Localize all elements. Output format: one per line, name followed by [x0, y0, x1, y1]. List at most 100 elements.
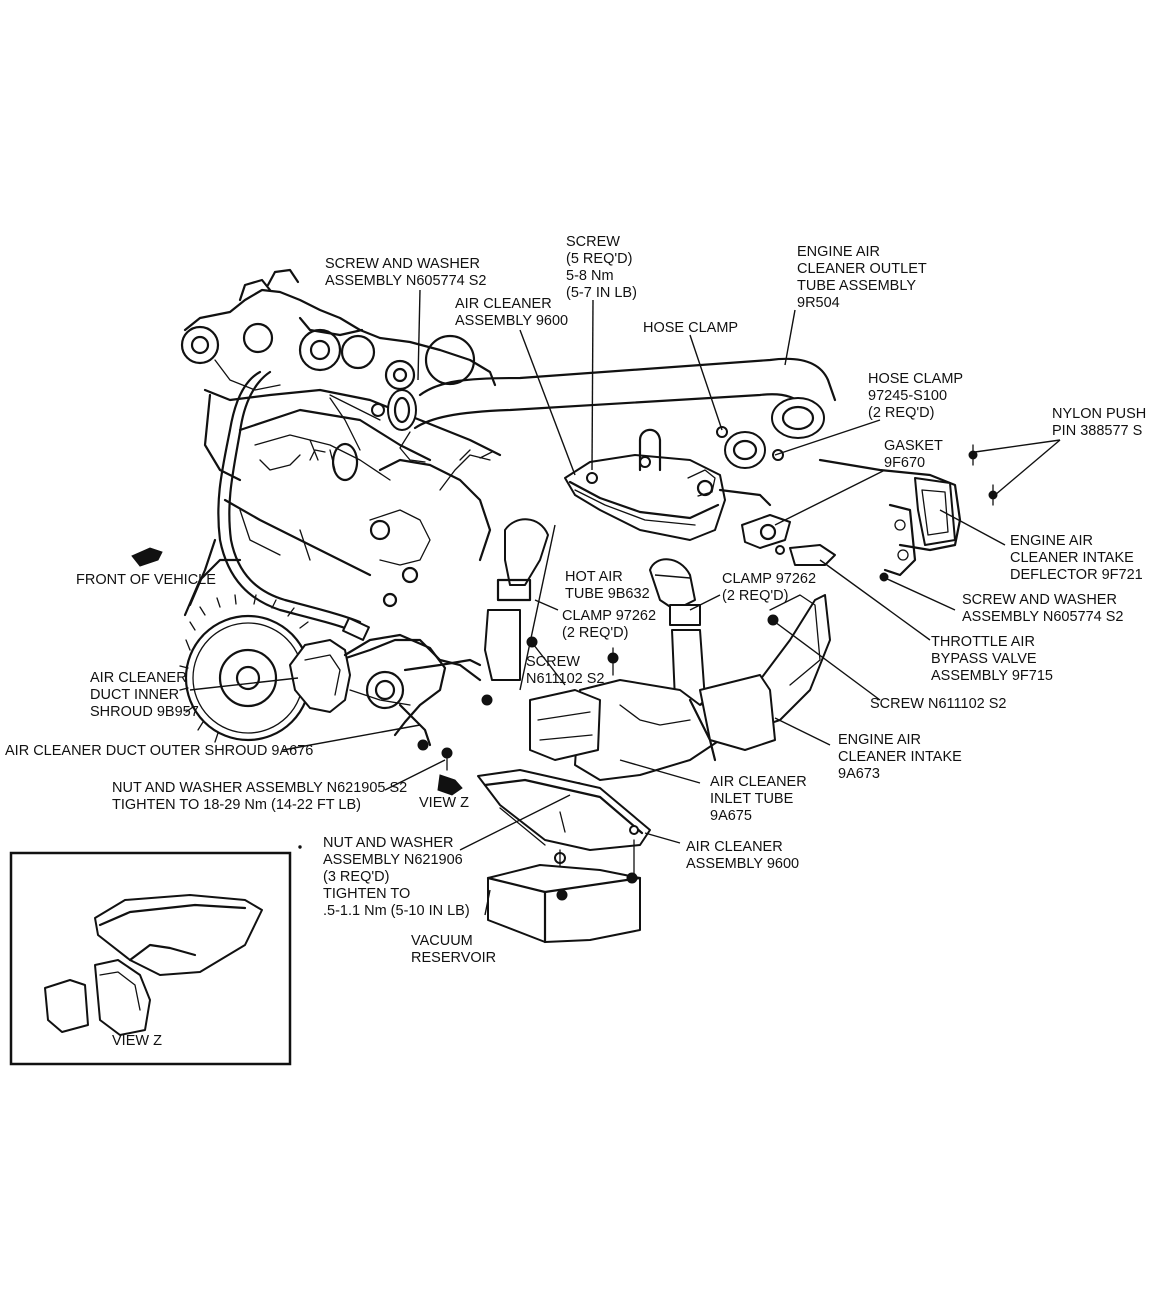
callout-line: AIR CLEANER [90, 670, 187, 686]
outlet-tube-drawing [329, 357, 837, 463]
duct-inner-shroud-drawing [289, 639, 351, 713]
callout-line: HOSE CLAMP [868, 371, 963, 387]
callout-intake-9a673: ENGINE AIR CLEANER INTAKE 9A673 [838, 732, 962, 782]
callout-line: ASSEMBLY 9600 [686, 856, 799, 872]
stray-dot [298, 845, 302, 849]
air-cleaner-tray-drawing [477, 769, 651, 891]
callout-gasket: GASKET 9F670 [884, 438, 943, 471]
callout-line: SCREW [526, 654, 580, 670]
front-of-vehicle-arrow-icon [131, 547, 163, 567]
hose-clamps-drawing [716, 426, 784, 469]
callout-inner-shroud: AIR CLEANER DUCT INNER SHROUD 9B957 [90, 670, 199, 720]
callout-nylon-push-pin: NYLON PUSH PIN 388577 S [1052, 406, 1146, 439]
callout-nut-washer-n621906: NUT AND WASHER ASSEMBLY N621906 (3 REQ'D… [323, 835, 470, 919]
callout-hose-clamp: HOSE CLAMP [643, 320, 738, 336]
callout-line: 9A675 [710, 808, 752, 824]
leader-lines [189, 289, 1061, 916]
callout-line: TIGHTEN TO [323, 886, 410, 902]
callout-inlet-tube: AIR CLEANER INLET TUBE 9A675 [710, 774, 807, 824]
callout-line: ASSEMBLY N605774 S2 [962, 609, 1123, 625]
callout-line: TUBE ASSEMBLY [797, 278, 916, 294]
callout-line: ASSEMBLY N621906 [323, 852, 463, 868]
callout-line: AIR CLEANER [710, 774, 807, 790]
callout-line: VIEW Z [112, 1033, 162, 1049]
callout-line: GASKET [884, 438, 943, 454]
callout-line: .5-1.1 Nm (5-10 IN LB) [323, 903, 470, 919]
callout-line: SCREW N611102 S2 [870, 696, 1006, 712]
callout-line: 5-8 Nm [566, 268, 614, 284]
callout-line: (2 REQ'D) [868, 405, 934, 421]
callout-clamp-97262-right: CLAMP 97262 (2 REQ'D) [722, 571, 816, 604]
callout-line: ASSEMBLY 9F715 [931, 668, 1053, 684]
callout-line: ASSEMBLY 9600 [455, 313, 568, 329]
callout-view-z-arrow: VIEW Z [419, 795, 469, 811]
callout-view-z-inset: VIEW Z [112, 1033, 162, 1049]
callout-screw-washer-right: SCREW AND WASHER ASSEMBLY N605774 S2 [962, 592, 1123, 625]
callout-line: VACUUM [411, 933, 473, 949]
callout-line: FRONT OF VEHICLE [76, 572, 216, 588]
callout-line: (2 REQ'D) [562, 625, 628, 641]
callout-throttle-air-bypass: THROTTLE AIR BYPASS VALVE ASSEMBLY 9F715 [931, 634, 1053, 684]
duct-outer-shroud-drawing [343, 633, 482, 771]
callout-outer-shroud: AIR CLEANER DUCT OUTER SHROUD 9A676 [5, 743, 313, 759]
callout-line: (3 REQ'D) [323, 869, 389, 885]
callout-line: 9R504 [797, 295, 840, 311]
svg-text:ASSEMBLY N605774 S2: ASSEMBLY N605774 S2 [325, 273, 486, 289]
callout-screw-n611102-right: SCREW N611102 S2 [870, 696, 1006, 712]
callout-line: SCREW [566, 234, 620, 250]
callout-line: 9F670 [884, 455, 925, 471]
callout-line: HOT AIR [565, 569, 623, 585]
callout-line: BYPASS VALVE [931, 651, 1037, 667]
view-z-arrow-icon [437, 774, 463, 796]
callout-air-cleaner-assy-bottom: AIR CLEANER ASSEMBLY 9600 [686, 839, 799, 872]
callout-line: NUT AND WASHER ASSEMBLY N621905 S2 [112, 780, 407, 796]
callout-front-of-vehicle: FRONT OF VEHICLE [76, 572, 216, 588]
callout-intake-deflector: ENGINE AIR CLEANER INTAKE DEFLECTOR 9F72… [1010, 533, 1143, 583]
callout-hot-air-tube: HOT AIR TUBE 9B632 [565, 569, 650, 602]
callout-line: PIN 388577 S [1052, 423, 1142, 439]
callout-screw-n611102-mid: SCREW N611102 S2 [526, 654, 604, 687]
callout-line: AIR CLEANER [455, 296, 552, 312]
callout-line: (5-7 IN LB) [566, 285, 637, 301]
svg-text:SCREW AND WASHER: SCREW AND WASHER [325, 256, 480, 272]
callout-line: ENGINE AIR [1010, 533, 1093, 549]
callout-line: HOSE CLAMP [643, 320, 738, 336]
callout-line: 97245-S100 [868, 388, 947, 404]
callout-line: CLEANER INTAKE [838, 749, 962, 765]
callout-line: NYLON PUSH [1052, 406, 1146, 422]
callout-air-cleaner-assy-top: AIR CLEANER ASSEMBLY 9600 [455, 296, 568, 329]
callout-line: ENGINE AIR [838, 732, 921, 748]
callout-line: DUCT INNER [90, 687, 179, 703]
callout-line: ENGINE AIR [797, 244, 880, 260]
deflector-drawing [818, 444, 998, 582]
callout-line: CLAMP 97262 [562, 608, 656, 624]
callout-line: SHROUD 9B957 [90, 704, 199, 720]
callout-line: CLAMP 97262 [722, 571, 816, 587]
bypass-valve-drawing [741, 514, 836, 566]
callout-line: CLEANER INTAKE [1010, 550, 1134, 566]
callout-line: INLET TUBE [710, 791, 794, 807]
callout-hose-clamp-97245: HOSE CLAMP 97245-S100 (2 REQ'D) [868, 371, 963, 421]
callout-line: DEFLECTOR 9F721 [1010, 567, 1143, 583]
callout-line: CLEANER OUTLET [797, 261, 927, 277]
vacuum-reservoir-drawing [486, 864, 642, 944]
callout-line: AIR CLEANER DUCT OUTER SHROUD 9A676 [5, 743, 313, 759]
callout-line: N611102 S2 [526, 671, 604, 687]
callout-nut-washer-n621905: NUT AND WASHER ASSEMBLY N621905 S2 TIGHT… [112, 780, 407, 813]
callout-line: (2 REQ'D) [722, 588, 788, 604]
callout-line: AIR CLEANER [686, 839, 783, 855]
callout-line: VIEW Z [419, 795, 469, 811]
callout-line: THROTTLE AIR [931, 634, 1035, 650]
callout-outlet-tube: ENGINE AIR CLEANER OUTLET TUBE ASSEMBLY … [797, 244, 927, 311]
callout-line: RESERVOIR [411, 950, 496, 966]
callout-line: TUBE 9B632 [565, 586, 650, 602]
callout-line: TIGHTEN TO 18-29 Nm (14-22 FT LB) [112, 797, 361, 813]
view-z-inset [9, 851, 292, 1066]
callout-vacuum-reservoir: VACUUM RESERVOIR [411, 933, 496, 966]
air-cleaner-housing-drawing [564, 428, 772, 541]
callout-line: 9A673 [838, 766, 880, 782]
callout-line: ASSEMBLY N605774 S2 [325, 273, 486, 289]
callout-line: (5 REQ'D) [566, 251, 632, 267]
callout-line: NUT AND WASHER [323, 835, 454, 851]
callout-screw-5req: SCREW (5 REQ'D) 5-8 Nm (5-7 IN LB) [566, 234, 637, 301]
